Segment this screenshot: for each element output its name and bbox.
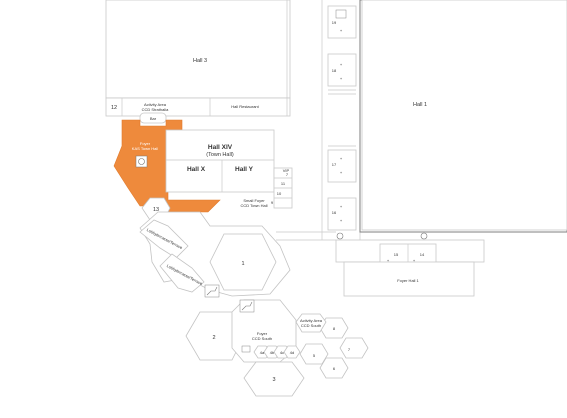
corridor-rooms[interactable]: + 19 + + 18 + + 17 + + 16 + xyxy=(321,0,361,240)
room-18-mark-top: + xyxy=(340,62,343,67)
room-19-label: 19 xyxy=(332,20,337,25)
room-17-mark: + xyxy=(340,170,343,175)
elevator-icon xyxy=(335,9,347,19)
room-16-mark: + xyxy=(340,218,343,223)
activity-area-south-label: Activity Area xyxy=(300,318,323,323)
hall-3-area[interactable]: Hall 3 12 Activity Area CCD Strathalia H… xyxy=(105,0,291,117)
bar-label: Bar xyxy=(150,116,157,121)
activity-area-sublabel: CCD Strathalia xyxy=(142,107,169,112)
hall-xiv-label: Hall XIV xyxy=(208,144,233,151)
activity-area-south-sublabel: CCD South xyxy=(301,323,321,328)
room-1-label: 1 xyxy=(241,261,244,267)
room-16-label: 16 xyxy=(332,210,337,215)
room-6[interactable] xyxy=(319,357,349,379)
room-14-label: 14 xyxy=(420,252,425,257)
room-15-mark: + xyxy=(387,258,390,263)
foyer-label: Foyer xyxy=(140,141,151,146)
room-4a-label: 4a xyxy=(260,350,265,355)
room-3-label: 3 xyxy=(272,377,275,383)
small-foyer-label: Small Foyer xyxy=(243,198,265,203)
hall-3-label: Hall 3 xyxy=(193,58,207,64)
foyer-south-sublabel: CCD South xyxy=(252,336,272,341)
room-14-mark: + xyxy=(413,258,416,263)
foyer-south-label: Foyer xyxy=(257,331,268,336)
hall-1-label: Hall 1 xyxy=(413,102,427,108)
small-rooms-column[interactable]: 7 11 10 9 VIP xyxy=(271,167,293,209)
hall-y-label: Hall Y xyxy=(235,166,254,173)
room-4d[interactable] xyxy=(283,345,301,359)
room-1[interactable] xyxy=(209,233,277,291)
activity-area-label: Activity Area xyxy=(144,102,167,107)
room-16-mark-top: + xyxy=(340,204,343,209)
room-13-label: 13 xyxy=(153,207,159,213)
hall-xiv-sublabel: (Town Hall) xyxy=(206,152,234,158)
room-8[interactable] xyxy=(319,317,349,339)
room-15-label: 15 xyxy=(394,252,399,257)
foyer-hall-1-area[interactable]: 15 14 + + Foyer Hall 1 xyxy=(335,239,485,297)
room-8-label: 8 xyxy=(333,326,336,331)
room-7-south[interactable] xyxy=(339,337,369,359)
hall-1[interactable]: Hall 1 xyxy=(359,0,567,233)
bar-area[interactable]: Bar xyxy=(139,112,167,124)
stairs-icon xyxy=(204,284,220,298)
room-12-label: 12 xyxy=(111,105,117,111)
hall-xiv-town-hall[interactable]: Hall XIV (Town Hall) Hall X Hall Y xyxy=(165,129,275,193)
room-9-label: 9 xyxy=(271,200,274,205)
cloakroom-icon xyxy=(336,232,428,240)
room-18-label: 18 xyxy=(332,68,337,73)
room-18-mark: + xyxy=(340,76,343,81)
room-5[interactable] xyxy=(299,343,329,365)
wc-icon xyxy=(241,345,251,353)
room-17-label: 17 xyxy=(332,162,337,167)
room-3[interactable] xyxy=(243,361,305,397)
room-4d-label: 4d xyxy=(290,350,294,355)
room-19-mark: + xyxy=(340,28,343,33)
room-4b-label: 4b xyxy=(270,350,275,355)
room-5-label: 5 xyxy=(313,353,316,358)
room-6-label: 6 xyxy=(333,366,336,371)
room-10-label: 10 xyxy=(277,191,282,196)
room-7-south-label: 7 xyxy=(348,347,351,352)
vip-label: VIP xyxy=(283,168,290,173)
room-11-label: 11 xyxy=(281,181,286,186)
hall-x-label: Hall X xyxy=(187,166,206,173)
room-17-mark-top: + xyxy=(340,156,343,161)
small-foyer-sublabel: CCD Town Hall xyxy=(240,203,267,208)
hall-restaurant-label: Hall Restaurant xyxy=(231,104,259,109)
room-7-label: 7 xyxy=(286,172,289,177)
foyer-hall-1-label: Foyer Hall 1 xyxy=(397,278,419,283)
wc-icon xyxy=(135,155,148,168)
room-4c-label: 4c xyxy=(280,350,284,355)
room-2-label: 2 xyxy=(212,335,215,341)
stairs-icon xyxy=(239,299,255,313)
foyer-sublabel: KAS Town Hall xyxy=(132,146,158,151)
